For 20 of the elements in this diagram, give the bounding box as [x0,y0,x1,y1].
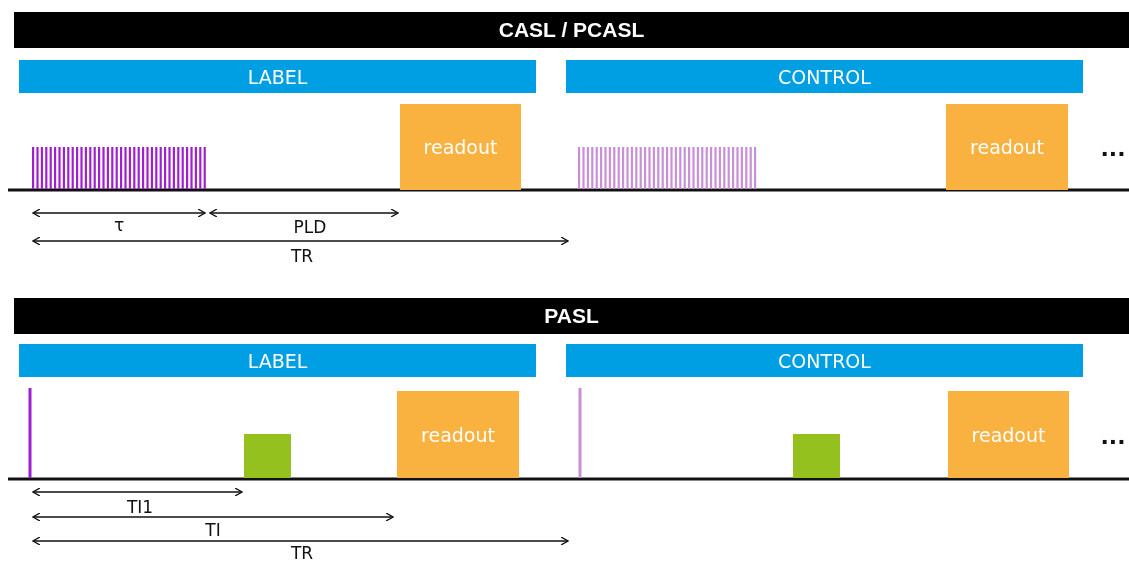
continuation-dots: ... [1100,135,1126,161]
phase-bar: LABEL [19,60,536,93]
saturation-pulse-block [244,434,291,478]
dimension-label: TI1 [126,497,154,517]
readout-block: readout [400,104,521,190]
phase-bar: LABEL [19,344,536,377]
section-header-bar: PASL [14,298,1129,334]
readout-block: readout [397,391,519,478]
dimension-label: τ [113,215,125,235]
dimension-label: TR [290,543,314,562]
saturation-pulse-block [793,434,840,478]
dimension-label: TR [290,246,314,266]
continuation-dots: ... [1100,423,1126,449]
dimension-label: PLD [293,217,327,237]
phase-bar: CONTROL [566,344,1083,377]
readout-block: readout [948,391,1069,478]
dimension-label: TI [205,520,221,540]
readout-block: readout [946,104,1068,190]
phase-bar: CONTROL [566,60,1083,93]
section-header-bar: CASL / PCASL [14,12,1129,48]
